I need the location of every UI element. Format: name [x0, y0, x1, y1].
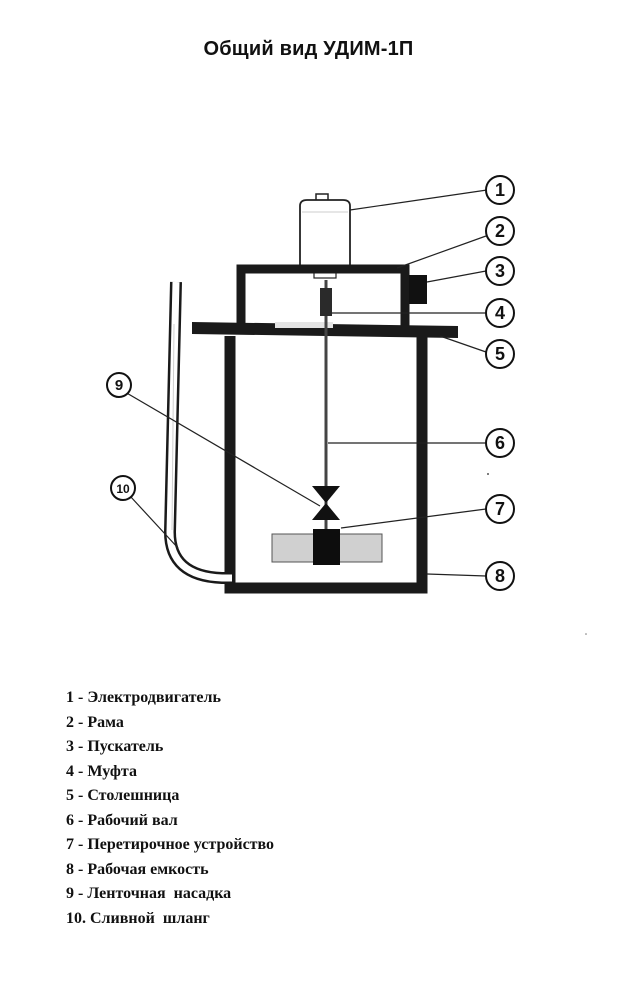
callout-10: 10: [110, 475, 136, 501]
legend-item-4: 4 - Муфта: [66, 762, 137, 780]
tape-nozzle: [312, 486, 340, 520]
legend-item-2: 2 - Рама: [66, 713, 124, 731]
callout-8: 8: [485, 561, 515, 591]
working-vessel: [224, 336, 428, 594]
starter: [409, 275, 427, 304]
legend-item-1: 1 - Электродвигатель: [66, 689, 221, 706]
svg-text:5: 5: [495, 344, 505, 364]
svg-text:8: 8: [495, 566, 505, 586]
svg-text:9: 9: [115, 377, 123, 394]
coupling: [320, 288, 332, 316]
callout-2: 2: [485, 216, 515, 246]
legend-item-7: 7 - Перетирочное устройство: [66, 836, 275, 853]
legend-item-3: 3 - Пускатель: [66, 738, 164, 755]
leader-lines: [124, 189, 488, 577]
callout-1: 1: [485, 175, 515, 205]
callout-7: 7: [485, 494, 515, 524]
svg-text:1: 1: [495, 180, 505, 200]
frame: [236, 264, 410, 330]
svg-text:10: 10: [116, 482, 130, 496]
grinding-device: [271, 529, 383, 565]
legend-item-9: 9 - Ленточная насадка: [66, 885, 232, 902]
callout-9: 9: [106, 372, 132, 398]
legend-item-10: 10. Сливной шланг: [66, 909, 210, 927]
svg-text:2: 2: [495, 221, 505, 241]
callout-6: 6: [485, 428, 515, 458]
svg-text:7: 7: [495, 499, 505, 519]
svg-text:6: 6: [495, 433, 505, 453]
legend-item-8: 8 - Рабочая емкость: [66, 860, 209, 878]
svg-text:3: 3: [495, 261, 505, 281]
legend-item-5: 5 - Столешница: [66, 787, 180, 804]
page-title: Общий вид УДИМ-1П: [203, 38, 414, 60]
svg-text:4: 4: [495, 303, 505, 323]
legend-item-6: 6 - Рабочий вал: [66, 811, 178, 829]
legend-list: 1 - Электродвигатель 2 - Рама 3 - Пускат…: [66, 686, 274, 931]
callout-4: 4: [485, 298, 515, 328]
callout-5: 5: [485, 339, 515, 369]
callout-3: 3: [485, 256, 515, 286]
apparatus-diagram: 1 2 3 4 5 6 7 8 9 10: [106, 175, 587, 635]
